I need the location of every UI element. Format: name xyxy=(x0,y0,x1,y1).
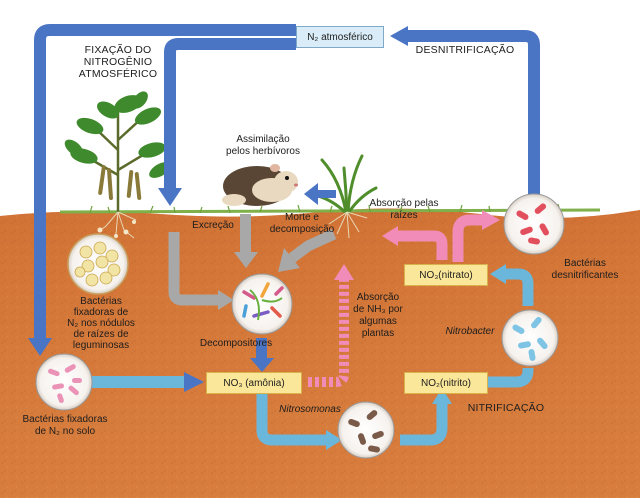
fixation-title-1: FIXAÇÃO DO xyxy=(84,44,152,56)
nitrobacter-label: Nitrobacter xyxy=(445,326,495,337)
death-label-1: Morte e xyxy=(285,212,319,223)
fixation-title-3: ATMOSFÉRICO xyxy=(78,68,158,80)
gray-arrows xyxy=(168,214,337,372)
ammonia-box: NO₃ (amônia) xyxy=(206,372,302,394)
denitrifying-circle xyxy=(503,193,565,255)
pink-arrows xyxy=(308,210,500,387)
nodule-circle xyxy=(67,233,129,295)
nitrite-box: NO₂(nitrito) xyxy=(404,372,488,394)
nitrobacter-circle xyxy=(501,309,559,367)
decomposers-label: Decompositores xyxy=(199,338,273,349)
root-absorption-label-2: raízes xyxy=(390,210,418,221)
nitrification-title: NITRIFICAÇÃO xyxy=(467,402,545,414)
nh3-absorption-label-2: de NH₃ por xyxy=(353,304,403,315)
soil-bacteria-circle xyxy=(35,353,93,411)
nh3-absorption-label-3: algumas xyxy=(359,316,397,327)
nh3-absorption-label-4: plantas xyxy=(361,328,395,339)
denitrifying-bacteria-label-1: Bactérias xyxy=(564,258,606,269)
denitrification-title: DESNITRIFICAÇÃO xyxy=(415,44,515,56)
root-absorption-label-1: Absorção pelas xyxy=(369,198,439,209)
fixation-title-2: NITROGÊNIO xyxy=(83,56,153,68)
nodule-bacteria-label-4: de raízes de xyxy=(73,329,129,340)
nodule-bacteria-label-3: N₂ nos nódulos xyxy=(67,318,135,329)
assimilation-label-1: Assimilação xyxy=(236,134,290,145)
blue-arrows xyxy=(28,24,540,392)
denitrifying-bacteria-label-2: desnitrificantes xyxy=(551,270,619,281)
death-label-2: decomposição xyxy=(269,224,335,235)
decomposers-circle xyxy=(231,273,293,335)
nitrification-arrows xyxy=(256,264,534,450)
nodule-bacteria-label-2: fixadoras de xyxy=(73,307,129,318)
legume-plant xyxy=(64,91,171,239)
nitrosomonas-label: Nitrosomonas xyxy=(279,404,341,415)
soil-bacteria-label-1: Bactérias fixadoras xyxy=(22,414,108,425)
assimilation-label-2: pelos herbívoros xyxy=(226,146,300,157)
soil-bacteria-label-2: de N₂ no solo xyxy=(34,426,96,437)
nodule-bacteria-label-5: leguminosas xyxy=(72,340,130,351)
nitrate-box: NO₃(nitrato) xyxy=(404,264,488,286)
n2-atmospheric-box: N₂ atmosférico xyxy=(296,26,384,48)
excretion-label: Excreção xyxy=(192,220,234,231)
nodule-bacteria-label-1: Bactérias xyxy=(80,296,122,307)
nh3-absorption-label-1: Absorção xyxy=(356,292,400,303)
nitrosomonas-circle xyxy=(337,401,395,459)
hamster xyxy=(222,164,298,206)
